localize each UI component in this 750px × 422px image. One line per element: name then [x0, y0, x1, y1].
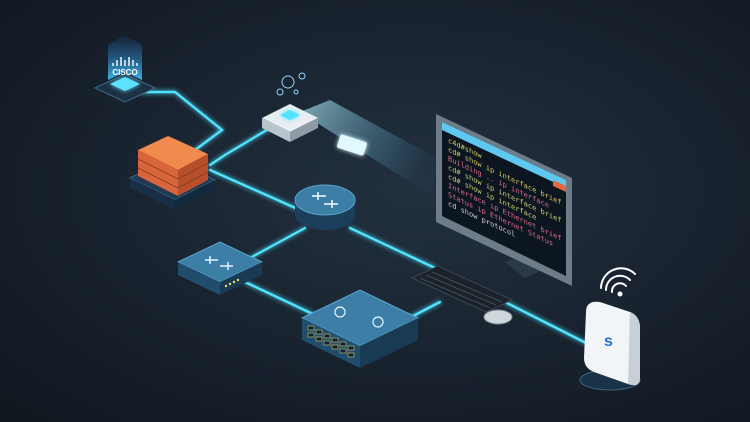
- router-arrows-icon: [312, 192, 338, 208]
- router: [294, 184, 356, 230]
- link-router-monitor: [348, 226, 437, 270]
- device-logo-icon: s: [604, 333, 613, 350]
- monitor: c4d#show cd# show ip interface brief Bui…: [436, 114, 572, 286]
- data-packet: [337, 134, 367, 156]
- link-switch-bigswitch: [243, 280, 317, 317]
- link-keyboard-wifi: [503, 300, 592, 347]
- link-router-switch: [248, 226, 307, 260]
- data-stream: [300, 100, 440, 195]
- network-switch: [300, 289, 420, 368]
- cisco-node: CISCO: [93, 35, 157, 103]
- link-firewall-router: [208, 168, 302, 212]
- wifi-access-point: s: [579, 267, 641, 391]
- cisco-logo-bars: [112, 57, 138, 66]
- link-cisco-firewall: [138, 90, 224, 152]
- mouse: [483, 309, 513, 325]
- server-node: [262, 72, 318, 142]
- link-server-firewall: [208, 123, 277, 167]
- cisco-logo-text: CISCO: [112, 68, 137, 77]
- wifi-icon: [600, 267, 636, 297]
- switch: [176, 241, 264, 295]
- keyboard: [410, 265, 514, 313]
- firewall: [128, 136, 217, 210]
